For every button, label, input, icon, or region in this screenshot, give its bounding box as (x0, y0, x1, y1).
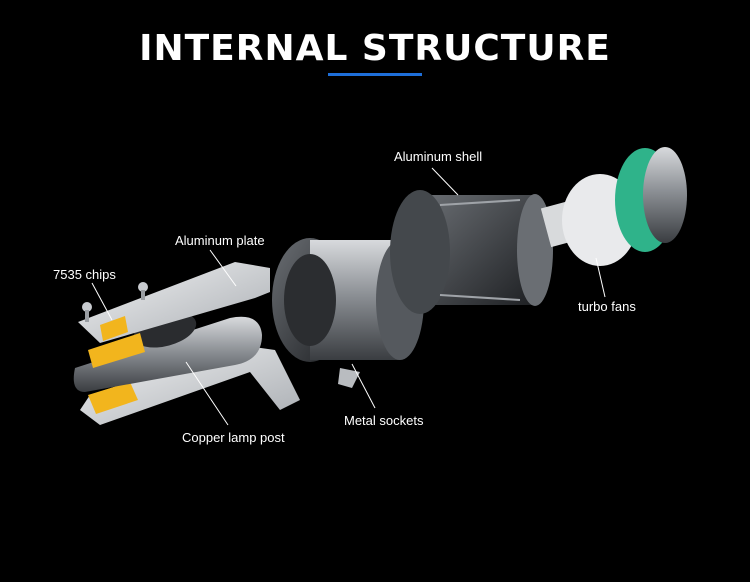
upper-aluminum-plate (78, 262, 270, 368)
screw-1 (82, 302, 92, 322)
label-copper-lamp-post: Copper lamp post (182, 430, 285, 445)
chip-lower (88, 382, 138, 414)
label-aluminum-plate: Aluminum plate (175, 233, 265, 248)
metal-socket (272, 238, 424, 388)
chip-upper-2 (88, 333, 145, 368)
label-7535-chips: 7535 chips (53, 267, 116, 282)
label-turbo-fans: turbo fans (578, 299, 636, 314)
screw-2 (138, 282, 148, 300)
title-underline (328, 73, 422, 76)
aluminum-shell (390, 190, 553, 314)
leader-lines (91, 167, 606, 426)
label-metal-sockets: Metal sockets (344, 413, 424, 428)
turbo-fan-assembly (540, 147, 687, 266)
lower-aluminum-plate (80, 345, 300, 425)
chip-upper-1 (100, 316, 128, 341)
label-aluminum-shell: Aluminum shell (394, 149, 483, 164)
page-title: INTERNAL STRUCTURE (139, 28, 611, 69)
